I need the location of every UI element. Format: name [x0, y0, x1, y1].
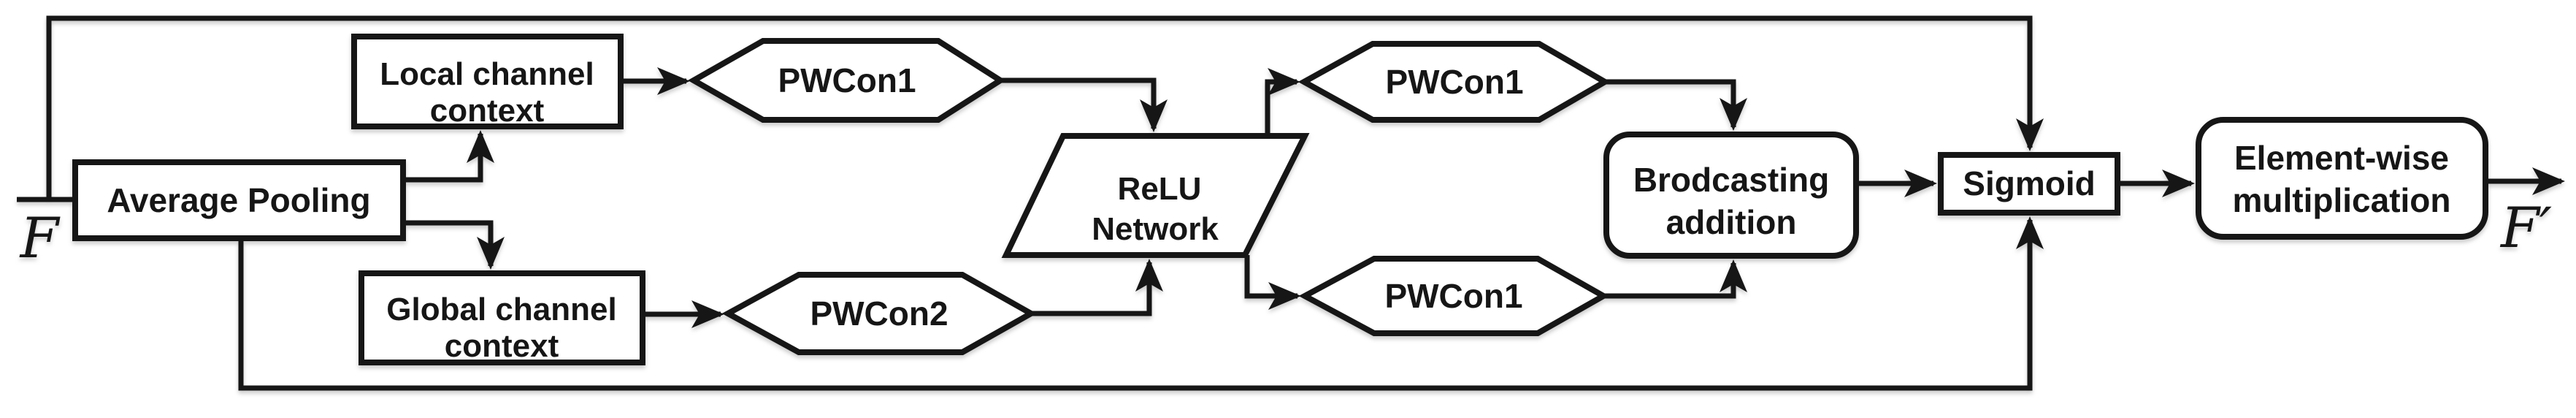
edge-relu-to-lower-pwcon1 — [1244, 255, 1301, 310]
broadcasting-addition-label-line2: addition — [1666, 203, 1797, 241]
relu-network-parallelogram — [1001, 133, 1310, 258]
elementwise-multiplication-box — [2196, 117, 2488, 240]
node-relu-network: ReLU Network — [1001, 133, 1310, 258]
edge-avgpool-to-local-context — [403, 130, 494, 183]
global-channel-context-label-line2: context — [445, 328, 559, 364]
global-channel-context-label-line1: Global channel — [386, 292, 616, 327]
edge-pwcon2-to-relu — [1031, 259, 1163, 316]
relu-network-label-line2: Network — [1092, 211, 1219, 247]
edge-avgpool-to-global-context — [403, 220, 505, 270]
node-average-pooling: Average Pooling — [72, 159, 406, 241]
node-pwcon1-upper: PWCon1 — [1297, 41, 1611, 123]
local-channel-context-label-line2: context — [430, 93, 545, 129]
local-channel-context-box — [351, 34, 624, 129]
node-broadcasting-addition: Brodcasting addition — [1603, 132, 1859, 259]
global-channel-context-box — [359, 270, 645, 365]
pwcon2-global-label: PWCon2 — [810, 294, 948, 332]
pwcon1-lower-label: PWCon1 — [1384, 277, 1522, 315]
input-feature-label: F — [19, 205, 61, 270]
node-sigmoid: Sigmoid — [1938, 152, 2120, 216]
pwcon2-global-hexagon — [721, 272, 1038, 355]
pwcon1-upper-label: PWCon1 — [1385, 63, 1523, 101]
node-elementwise-multiplication: Element-wise multiplication — [2196, 117, 2488, 240]
edge-relu-to-upper-pwcon1 — [1265, 68, 1300, 136]
edge-upper-pwcon1-to-addition — [1605, 79, 1747, 131]
edge-lower-pwcon1-to-addition — [1603, 259, 1747, 299]
sigmoid-box — [1938, 152, 2120, 216]
output-feature-label: F′ — [2499, 195, 2552, 260]
node-global-channel-context: Global channel context — [359, 270, 645, 365]
relu-network-label-line1: ReLU — [1118, 171, 1202, 207]
node-pwcon2-global: PWCon2 — [721, 272, 1038, 355]
pwcon1-lower-hexagon — [1298, 256, 1610, 336]
node-pwcon1-lower: PWCon1 — [1298, 256, 1610, 336]
elementwise-multiplication-label-line2: multiplication — [2233, 181, 2451, 219]
edge-pwcon1-to-relu — [1000, 77, 1168, 132]
node-pwcon1-local: PWCon1 — [687, 38, 1006, 123]
broadcasting-addition-box — [1603, 132, 1859, 259]
pwcon1-upper-hexagon — [1297, 41, 1611, 123]
edge-top-bypass-to-sigmoid — [46, 15, 2044, 200]
pwcon1-local-label: PWCon1 — [778, 61, 916, 99]
edge-bottom-bypass-to-sigmoid — [238, 216, 2044, 391]
average-pooling-box — [72, 159, 406, 241]
elementwise-multiplication-label-line1: Element-wise — [2234, 139, 2449, 177]
local-channel-context-label-line1: Local channel — [380, 56, 594, 92]
broadcasting-addition-label-line1: Brodcasting — [1633, 161, 1829, 199]
edges — [17, 15, 2565, 391]
average-pooling-label: Average Pooling — [107, 181, 370, 219]
sigmoid-label: Sigmoid — [1963, 164, 2095, 202]
node-local-channel-context: Local channel context — [351, 34, 624, 129]
pwcon1-local-hexagon — [687, 38, 1006, 123]
